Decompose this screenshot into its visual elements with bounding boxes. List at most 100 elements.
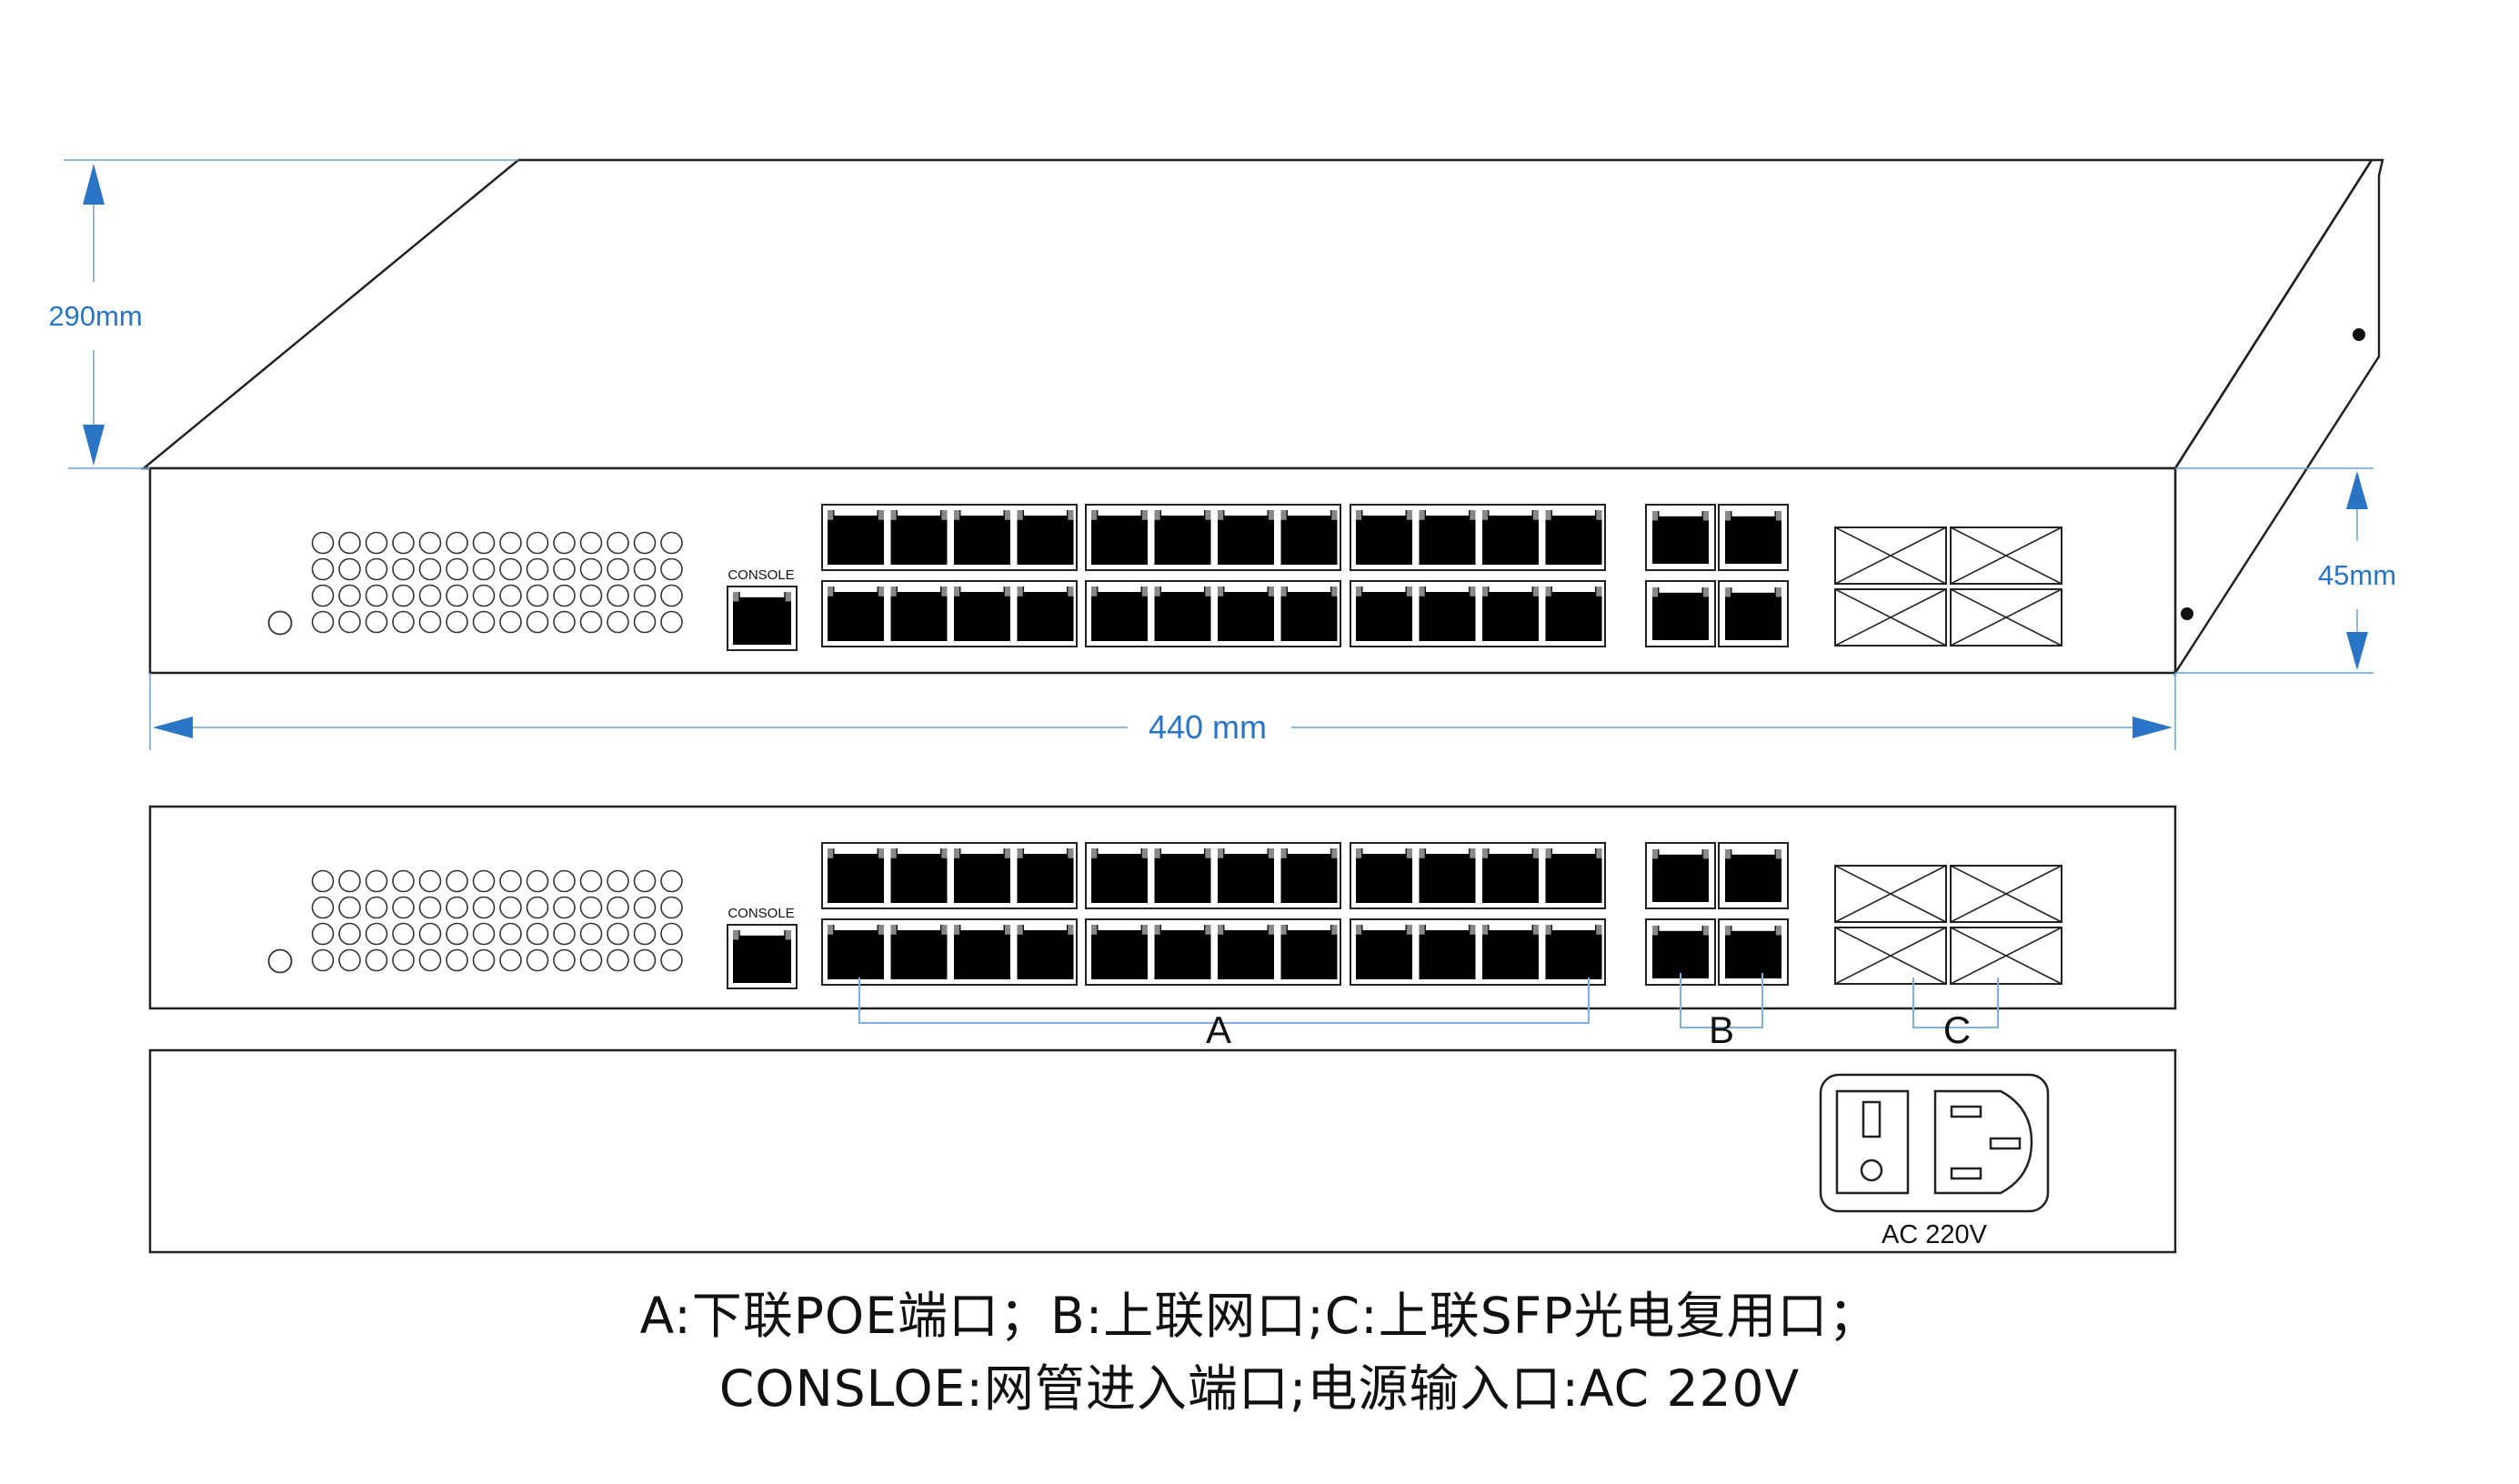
reset-button — [267, 610, 293, 636]
vent-hole — [365, 610, 388, 634]
rj45-latch-notch — [1160, 848, 1205, 854]
port-led — [1331, 510, 1338, 520]
port-led — [1205, 925, 1211, 935]
port-led — [1532, 510, 1539, 520]
dimension-lines — [64, 159, 2373, 750]
rj45-port — [1017, 925, 1074, 979]
port-led — [941, 848, 948, 858]
vent-hole — [338, 896, 361, 919]
port-led — [1406, 925, 1412, 935]
vent-hole — [660, 948, 683, 972]
vent-hole — [633, 557, 657, 581]
console-label: CONSOLE — [728, 906, 794, 921]
rj45-latch-notch — [1489, 587, 1532, 592]
vent-hole — [553, 869, 576, 893]
power-switch-rocker — [1862, 1100, 1882, 1138]
rj45-port — [954, 587, 1010, 641]
vent-hole — [418, 922, 442, 946]
rj45-latch-notch — [1731, 849, 1775, 855]
vent-hole — [660, 557, 683, 581]
rj45-port — [890, 925, 948, 979]
rj45-latch-notch — [1731, 511, 1775, 516]
vent-hole — [607, 557, 629, 581]
port-led — [890, 510, 897, 520]
rj45-latch-notch — [1489, 925, 1532, 930]
rj45-latch-notch — [1551, 587, 1596, 592]
power-switch-indicator — [1860, 1158, 1883, 1182]
rj45-latch-notch — [1731, 926, 1775, 931]
power-module — [1819, 1073, 2050, 1213]
vent-hole — [418, 869, 442, 893]
vent-hole — [338, 584, 361, 607]
vent-hole — [311, 531, 335, 555]
vent-hole — [472, 922, 496, 946]
rj45-port — [1017, 587, 1074, 641]
rj45-port — [1218, 510, 1274, 565]
rj45-latch-notch — [1287, 587, 1331, 592]
vent-hole — [311, 584, 335, 607]
rj45-port — [1218, 925, 1274, 979]
vent-hole — [418, 896, 442, 919]
port-led — [1004, 848, 1010, 858]
port-led — [1596, 848, 1602, 858]
rj45-port — [1482, 587, 1539, 641]
port-led — [1775, 511, 1781, 521]
power-module-frame — [1819, 1073, 2050, 1213]
port-led — [785, 592, 791, 602]
vent-hole — [553, 557, 576, 581]
port-led — [1482, 925, 1489, 935]
vent-hole — [338, 531, 361, 555]
rj45-latch-notch — [1224, 510, 1268, 516]
rj45-port — [1545, 848, 1602, 903]
vent-hole — [553, 610, 576, 634]
vent-hole — [607, 948, 629, 972]
vent-hole — [633, 531, 657, 555]
port-led — [1419, 925, 1425, 935]
port-led — [1532, 925, 1539, 935]
rj45-group-frame — [1085, 580, 1341, 647]
vent-hole — [338, 610, 361, 634]
rj45-latch-notch — [834, 510, 878, 516]
uplink-port-frame — [1645, 842, 1716, 909]
port-led — [1652, 849, 1659, 859]
rj45-latch-notch — [1098, 925, 1141, 930]
port-led — [1331, 587, 1338, 597]
vent-hole — [579, 869, 603, 893]
arrow-right — [2133, 717, 2173, 738]
vent-hole — [499, 531, 522, 555]
rj45-port — [828, 587, 884, 641]
rj45-latch-notch — [897, 925, 941, 930]
rj45-latch-notch — [897, 587, 941, 592]
sfp-slot — [1834, 865, 1947, 923]
vent-hole — [365, 531, 388, 555]
port-led — [733, 592, 739, 602]
rj45-port — [1218, 848, 1274, 903]
power-label: AC 220V — [1882, 1220, 1988, 1249]
port-led — [1017, 925, 1023, 935]
port-led — [1280, 510, 1287, 520]
vent-hole — [392, 557, 415, 581]
inlet-pin — [1950, 1167, 1982, 1180]
rj45-port — [1356, 587, 1412, 641]
sfp-slot — [1950, 588, 2062, 647]
side-screw-hole — [2353, 328, 2365, 341]
rj45-port — [1652, 926, 1709, 978]
rj45-port — [1419, 925, 1476, 979]
rj45-port — [890, 587, 948, 641]
port-led — [1356, 848, 1362, 858]
reset-button — [267, 948, 293, 974]
port-led — [828, 925, 834, 935]
port-led — [878, 587, 884, 597]
vent-hole — [338, 922, 361, 946]
rj45-port — [954, 510, 1010, 565]
rj45-latch-notch — [960, 510, 1004, 516]
rj45-latch-notch — [1731, 587, 1775, 593]
uplink-port-frame — [1718, 580, 1789, 647]
rj45-port — [1652, 849, 1709, 902]
arrow-down — [83, 425, 105, 466]
port-led — [1419, 510, 1425, 520]
sfp-slot-cross — [1950, 526, 2062, 585]
port-led — [954, 587, 960, 597]
rj45-group-frame — [1085, 918, 1341, 986]
rj45-port — [1725, 926, 1781, 978]
